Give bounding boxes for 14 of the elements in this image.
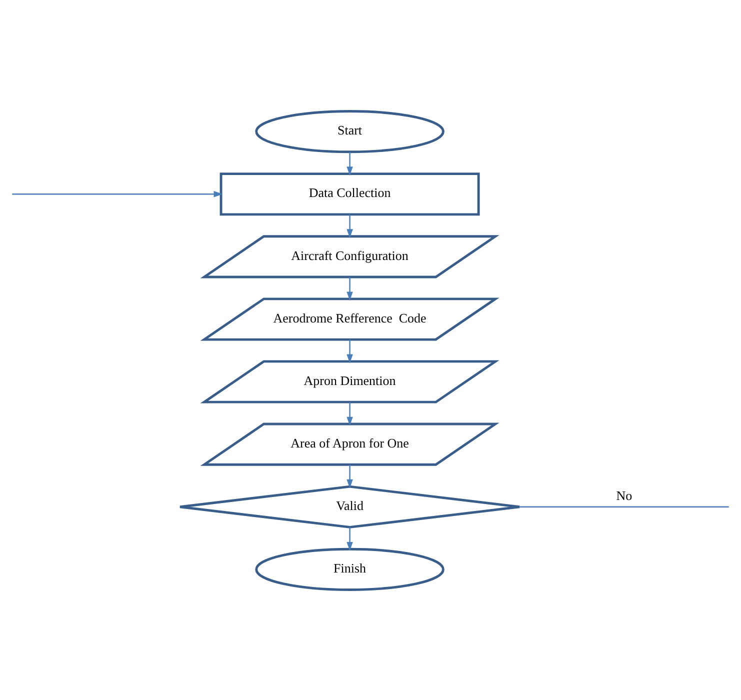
arrow bbox=[346, 339, 353, 363]
node-diamond: Valid bbox=[178, 484, 521, 528]
node-box: Data Collection bbox=[220, 172, 480, 216]
arrow bbox=[346, 276, 353, 300]
node-ellipse: Finish bbox=[255, 547, 444, 590]
arrow bbox=[346, 402, 353, 426]
connector bbox=[520, 506, 729, 507]
arrow bbox=[346, 151, 353, 176]
arrow bbox=[346, 464, 353, 488]
edge-label: No bbox=[616, 488, 632, 503]
node-ellipse: Start bbox=[255, 110, 444, 153]
arrow bbox=[346, 526, 353, 550]
arrow bbox=[12, 190, 223, 197]
arrow bbox=[346, 214, 353, 238]
